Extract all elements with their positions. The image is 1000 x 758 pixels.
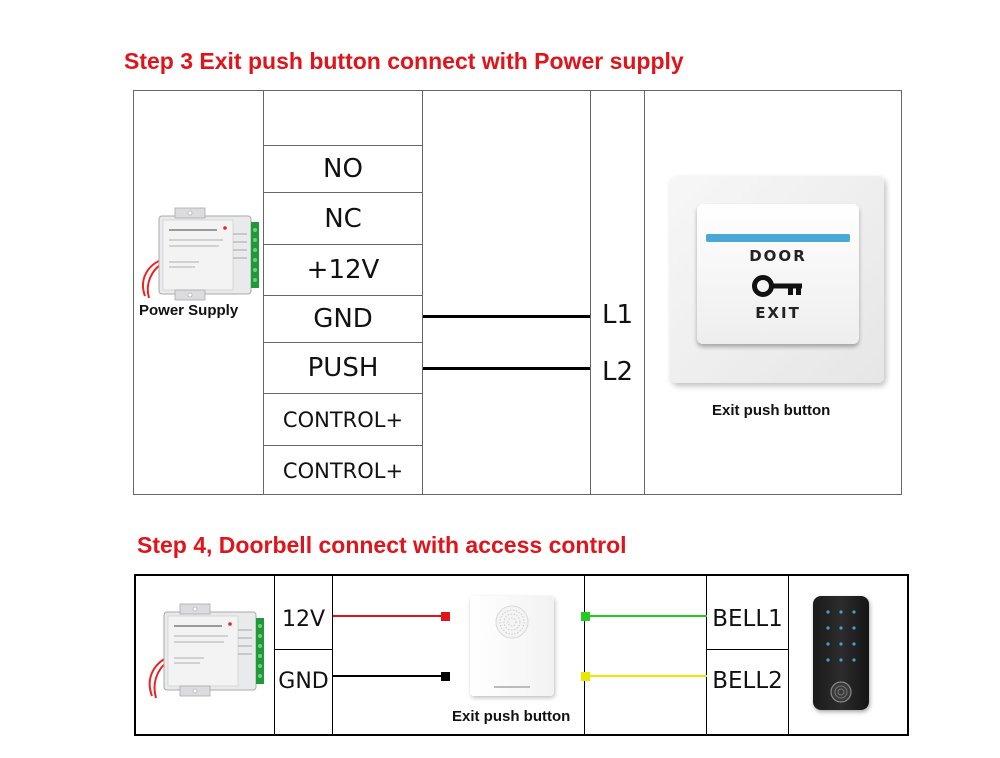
wire-gnd-l1: [423, 315, 590, 318]
step3-table: NO NC +12V GND PUSH CONTROL+ CONTROL+ L1…: [133, 90, 902, 495]
divider: [788, 574, 789, 736]
fingerprint-icon: [830, 681, 852, 703]
divider: [263, 342, 423, 343]
divider: [263, 192, 423, 193]
doorbell-icon: [470, 596, 554, 696]
wire-bell2-yellow: [588, 675, 707, 677]
key-icon: [752, 275, 802, 297]
step3-table-border: [133, 90, 902, 495]
terminal-12v: +12V: [306, 255, 380, 285]
divider: [584, 574, 585, 736]
doorbell-logo: [494, 686, 530, 688]
terminal-no: NO: [323, 153, 363, 184]
exit-button-indicator: [706, 234, 850, 242]
wire-bell1-green: [588, 615, 707, 617]
doorbell-label: Exit push button: [452, 708, 571, 725]
wire-label-l1: L1: [601, 300, 634, 330]
divider: [263, 393, 423, 394]
terminal-12v: 12V: [281, 606, 326, 632]
wire-push-l2: [423, 367, 590, 370]
terminal-control-2: CONTROL+: [282, 458, 404, 483]
step4-table-border: [134, 574, 909, 736]
divider: [332, 574, 333, 736]
wire-12v-red: [333, 615, 443, 617]
divider: [706, 649, 789, 650]
power-supply-icon: [148, 603, 264, 699]
exit-button-exit-text: EXIT: [755, 304, 801, 322]
wire-junction: [441, 672, 450, 681]
wire-junction: [441, 612, 450, 621]
divider: [263, 145, 423, 146]
keypad-digits-icon: [826, 610, 856, 662]
terminal-control-1: CONTROL+: [282, 407, 404, 432]
divider: [274, 574, 275, 736]
step4-title: Step 4, Doorbell connect with access con…: [137, 532, 627, 558]
divider: [263, 445, 423, 446]
terminal-gnd: GND: [313, 304, 373, 334]
exit-button-icon: DOOR EXIT: [670, 176, 884, 383]
terminal-bell2: BELL2: [712, 668, 783, 694]
wire-gnd-black: [333, 675, 443, 677]
terminal-push: PUSH: [307, 353, 379, 383]
step4-table: 12V GND Exit push button BELL1 BELL2: [134, 574, 909, 736]
power-supply-label: Power Supply: [139, 302, 239, 319]
terminal-gnd: GND: [278, 668, 329, 694]
terminal-nc: NC: [324, 203, 362, 234]
divider: [274, 649, 333, 650]
divider: [263, 90, 264, 495]
divider: [263, 295, 423, 296]
power-supply-icon: [142, 207, 259, 301]
divider: [263, 244, 423, 245]
exit-button-door-text: DOOR: [749, 247, 807, 265]
speaker-grille-icon: [495, 605, 529, 639]
wire-label-l2: L2: [601, 357, 634, 387]
divider: [644, 90, 645, 495]
wire-junction: [581, 672, 590, 681]
terminal-blank: [264, 90, 422, 145]
step3-title: Step 3 Exit push button connect with Pow…: [124, 48, 684, 74]
exit-button-plate: [697, 204, 859, 344]
wire-junction: [581, 612, 590, 621]
divider: [590, 90, 591, 495]
exit-button-label: Exit push button: [712, 402, 831, 419]
terminal-bell1: BELL1: [712, 606, 783, 632]
keypad-icon: [813, 596, 869, 710]
divider: [706, 574, 707, 736]
divider: [422, 90, 423, 495]
